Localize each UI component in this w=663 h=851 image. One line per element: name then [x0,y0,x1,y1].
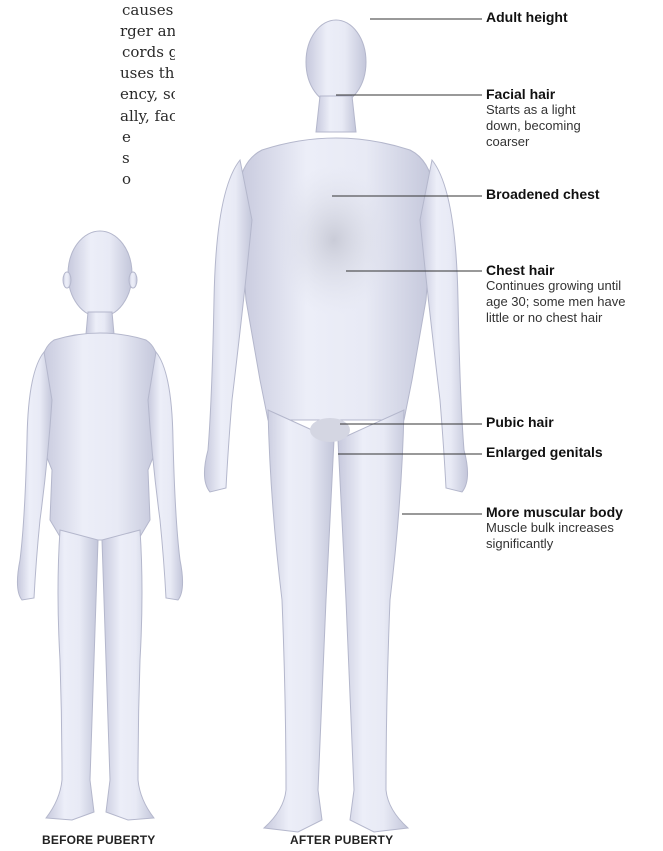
label-title: Broadened chest [486,186,663,202]
child-right-leg [102,530,154,820]
label-chest-hair: Chest hair Continues growing until age 3… [486,262,663,326]
label-muscular-body: More muscular body Muscle bulk increases… [486,504,663,552]
child-figure [17,231,182,820]
child-left-leg [46,530,98,820]
label-title: Chest hair [486,262,663,278]
label-enlarged-genitals: Enlarged genitals [486,444,663,460]
label-description: Muscle bulk increases significantly [486,520,661,552]
label-pubic-hair: Pubic hair [486,414,663,430]
adult-right-arm [420,160,468,492]
child-torso [42,333,158,540]
adult-left-leg [264,410,334,832]
label-title: More muscular body [486,504,663,520]
chest-hair-shading [274,165,394,315]
label-adult-height: Adult height [486,9,663,25]
label-facial-hair: Facial hair Starts as a light down, beco… [486,86,663,150]
label-title: Pubic hair [486,414,663,430]
child-right-arm [148,352,183,600]
label-description: Starts as a light down, becoming coarser [486,102,598,150]
pubic-hair-shading [310,418,350,442]
adult-left-arm [204,160,252,492]
adult-neck [316,96,356,132]
child-left-arm [17,352,52,600]
child-neck [86,312,114,334]
label-broadened-chest: Broadened chest [486,186,663,202]
child-head [68,231,132,317]
caption-after-puberty: AFTER PUBERTY [290,833,393,847]
caption-before-puberty: BEFORE PUBERTY [42,833,155,847]
label-title: Facial hair [486,86,663,102]
label-title: Enlarged genitals [486,444,663,460]
adult-right-leg [338,410,408,832]
label-description: Continues growing until age 30; some men… [486,278,636,326]
label-title: Adult height [486,9,663,25]
adult-head [306,20,366,104]
